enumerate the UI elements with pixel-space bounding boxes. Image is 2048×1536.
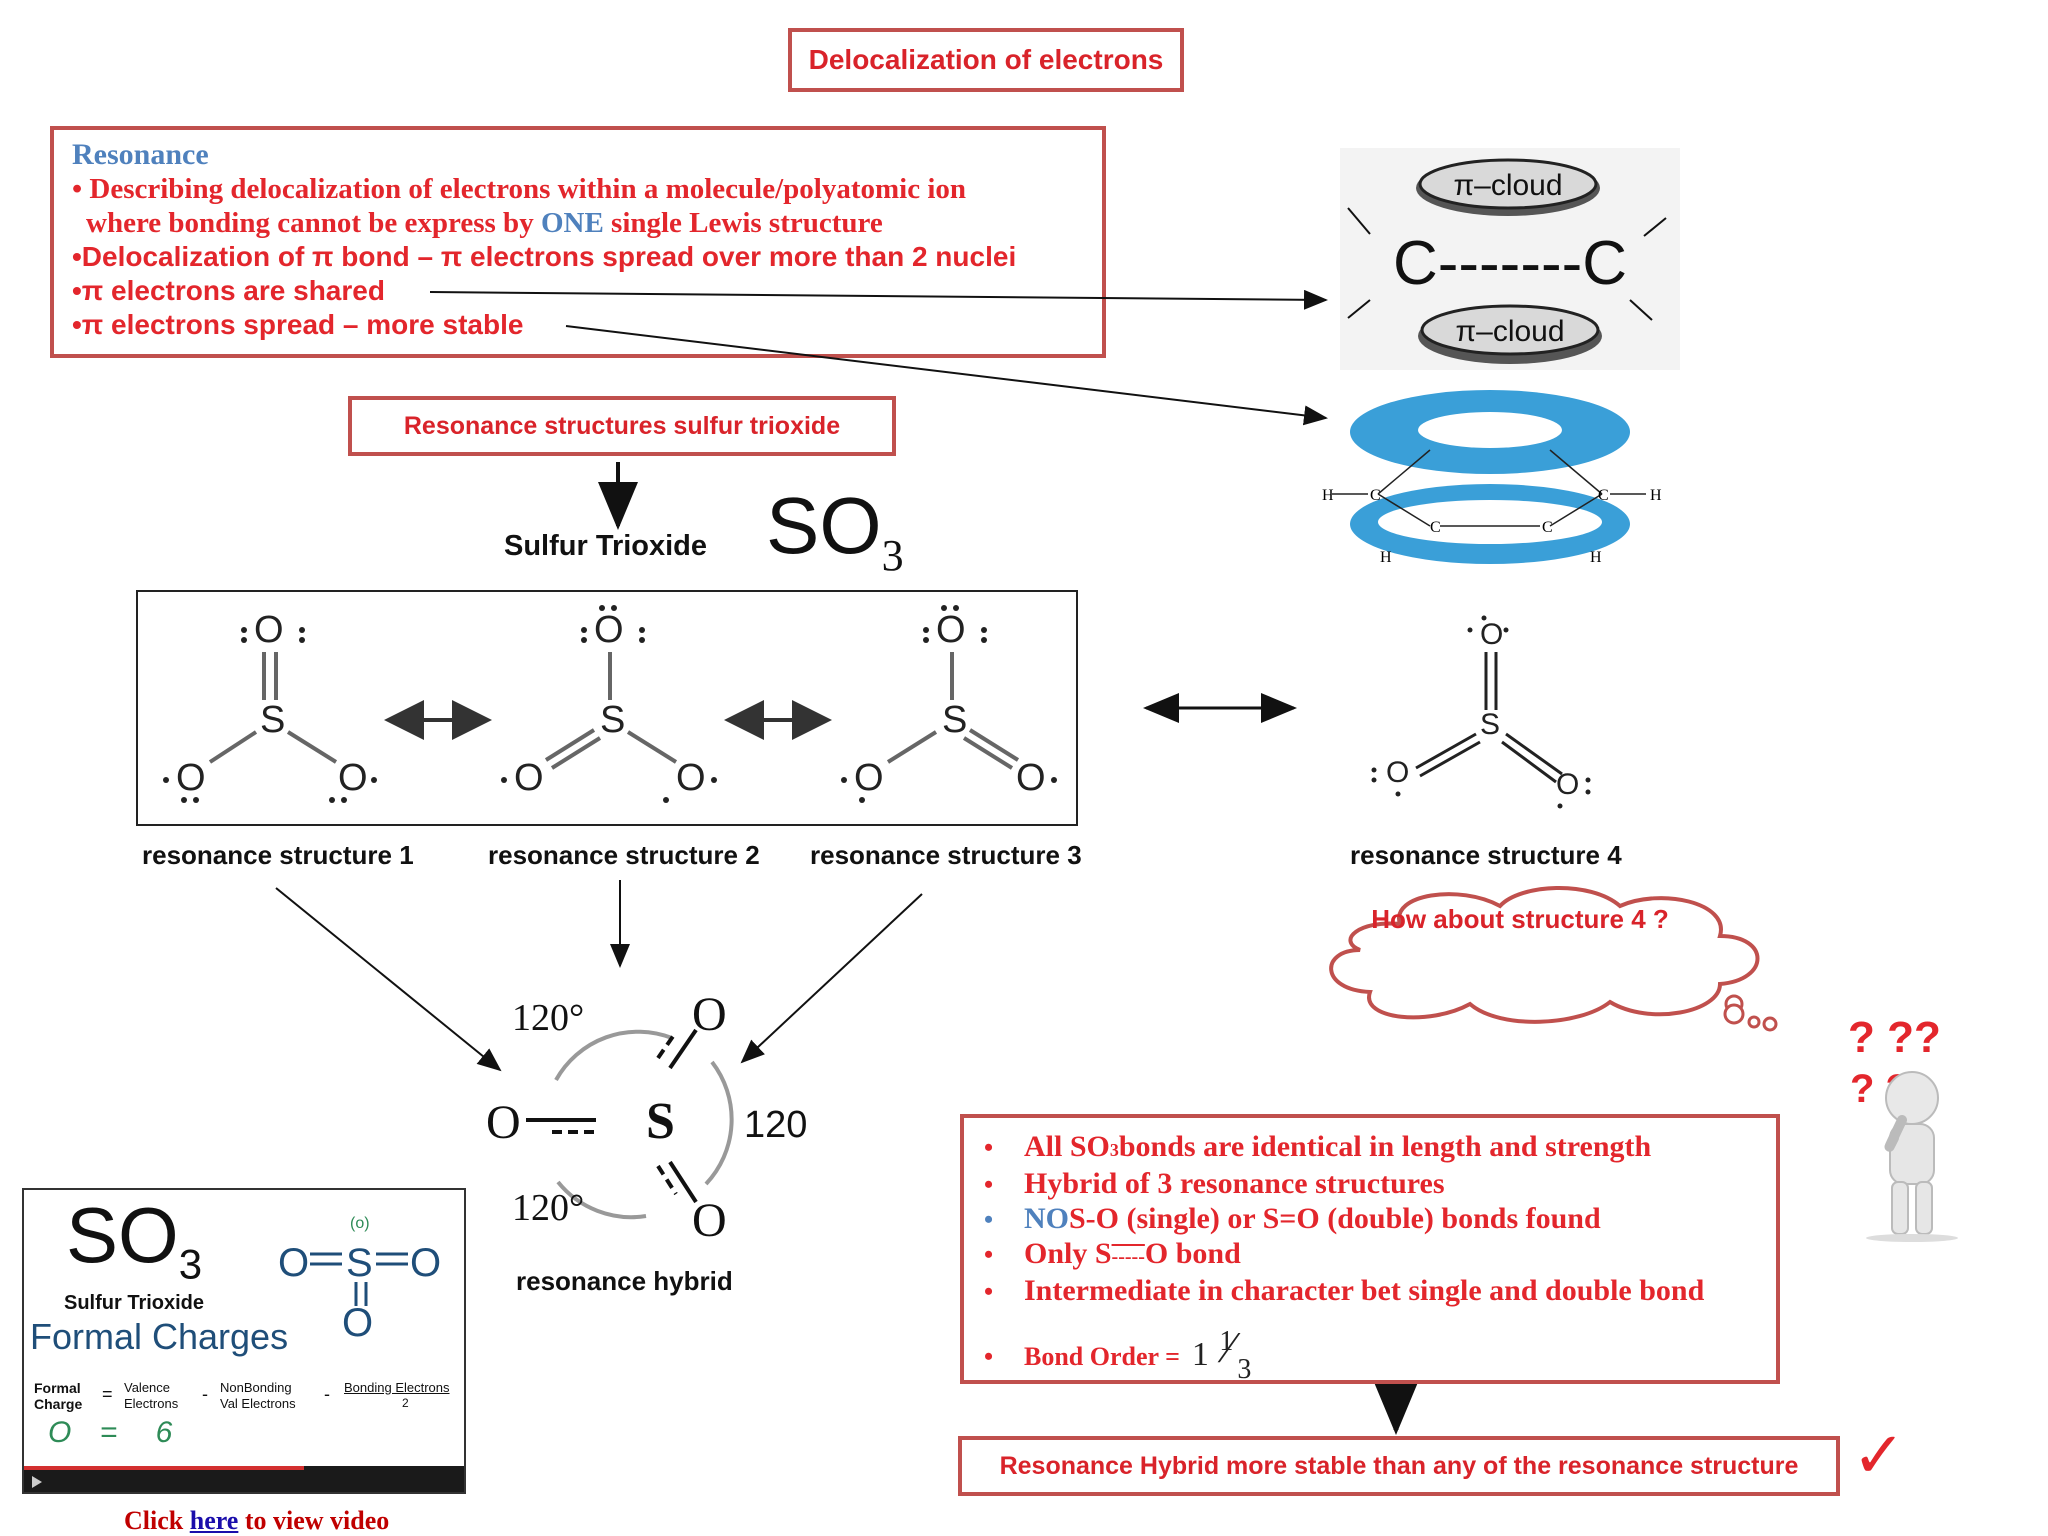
svg-text:S: S bbox=[346, 1241, 373, 1285]
svg-text:O: O bbox=[594, 609, 624, 651]
structure-3: O S O O bbox=[854, 609, 1046, 799]
video-formula: SO3 bbox=[66, 1191, 203, 1288]
summary-item-3: •NO S-O (single) or S=O (double) bonds f… bbox=[984, 1202, 1601, 1235]
svg-text:S: S bbox=[646, 1093, 675, 1150]
hybrid-label: resonance hybrid bbox=[516, 1266, 733, 1296]
svg-text:O: O bbox=[342, 1301, 373, 1340]
structure-4: O S O O bbox=[1371, 615, 1591, 809]
molecule-formula: SO3 bbox=[766, 481, 904, 580]
svg-text:H: H bbox=[1650, 487, 1662, 504]
video-link[interactable]: here bbox=[189, 1506, 239, 1535]
resonance-box: Resonance • Describing delocalization of… bbox=[50, 126, 1106, 358]
svg-text:O: O bbox=[676, 757, 706, 799]
video-bonding-label: Bonding Electrons bbox=[344, 1380, 450, 1395]
resonance-structures-frame bbox=[136, 590, 1078, 826]
page-title: Delocalization of electrons bbox=[808, 44, 1164, 75]
svg-text:C: C bbox=[1598, 487, 1609, 504]
svg-text:O: O bbox=[1016, 757, 1046, 799]
resonance-line-1: • Describing delocalization of electrons… bbox=[72, 173, 967, 205]
svg-text:O: O bbox=[254, 609, 284, 651]
video-valence-label: Valence Electrons bbox=[124, 1380, 179, 1411]
svg-text:O: O bbox=[410, 1241, 441, 1285]
structure-3-label: resonance structure 3 bbox=[810, 840, 1082, 870]
resonance-line-3: •Delocalization of π bond – π electrons … bbox=[72, 241, 1017, 272]
checkmark-icon: ✓ bbox=[1852, 1419, 1906, 1491]
summary-item-5: •Intermediate in character bet single an… bbox=[984, 1274, 1705, 1307]
play-icon[interactable] bbox=[32, 1476, 42, 1488]
title-box: Delocalization of electrons bbox=[788, 28, 1184, 92]
subtitle-label: Resonance structures sulfur trioxide bbox=[403, 411, 841, 440]
subtitle-box: Resonance structures sulfur trioxide bbox=[348, 396, 896, 456]
molecule-name: Sulfur Trioxide bbox=[504, 530, 708, 562]
summary-item-4: •Only S ----- O bond bbox=[984, 1237, 1241, 1270]
svg-text:C: C bbox=[1370, 487, 1381, 504]
final-box: Resonance Hybrid more stable than any of… bbox=[958, 1436, 1840, 1496]
svg-text:O: O bbox=[692, 1194, 727, 1247]
svg-text:C: C bbox=[1430, 519, 1441, 536]
resonance-line-5: •π electrons spread – more stable bbox=[72, 309, 524, 340]
video-handwriting: O = 6 bbox=[48, 1416, 173, 1449]
thought-bubbles bbox=[1723, 1003, 1778, 1032]
resonance-line-2: where bonding cannot be express by ONE s… bbox=[86, 207, 883, 239]
video-subtitle: Sulfur Trioxide bbox=[64, 1292, 205, 1314]
hybrid-angle-right: 120 bbox=[744, 1104, 808, 1146]
svg-text:S: S bbox=[1480, 708, 1500, 741]
pi-cloud-bottom-label: π–cloud bbox=[1455, 315, 1564, 348]
svg-text:? ??: ? ?? bbox=[1848, 1013, 1941, 1062]
thought-text: How about structure 4 ? bbox=[1371, 904, 1669, 934]
svg-text:O: O bbox=[514, 757, 544, 799]
svg-text:(o): (o) bbox=[350, 1215, 370, 1232]
structure-4-label: resonance structure 4 bbox=[1350, 840, 1622, 870]
video-thumbnail[interactable]: SO3 Sulfur Trioxide Formal Charges O S O… bbox=[22, 1188, 466, 1494]
structure-1: O S O O bbox=[176, 609, 368, 799]
svg-text:O: O bbox=[936, 609, 966, 651]
pi-cloud-diagram: π–cloud π–cloud C-------C bbox=[1340, 148, 1680, 370]
pi-cloud-top-label: π–cloud bbox=[1453, 169, 1562, 202]
video-nonbond-label: NonBonding Val Electrons bbox=[220, 1380, 296, 1411]
resonance-hybrid-diagram: S O O O 120° 120° bbox=[486, 988, 734, 1247]
video-caption: Click here to view video bbox=[124, 1506, 390, 1535]
svg-text:O: O bbox=[1386, 756, 1409, 789]
svg-text:H: H bbox=[1322, 487, 1334, 504]
hybrid-angle-bottom: 120° bbox=[512, 1187, 584, 1229]
pi-bond-label: C-------C bbox=[1393, 229, 1627, 298]
svg-text:O: O bbox=[176, 757, 206, 799]
structure-2-label: resonance structure 2 bbox=[488, 840, 760, 870]
video-lewis-icon: O S O O (o) bbox=[278, 1215, 441, 1340]
svg-text:S: S bbox=[600, 699, 625, 741]
summary-item-2: •Hybrid of 3 resonance structures bbox=[984, 1167, 1445, 1200]
svg-text:H: H bbox=[1380, 549, 1392, 566]
svg-text:O: O bbox=[338, 757, 368, 799]
svg-text:O: O bbox=[1480, 618, 1503, 651]
svg-text:O: O bbox=[278, 1241, 309, 1285]
svg-text:S: S bbox=[260, 699, 285, 741]
video-fc-label: Formal Charge bbox=[34, 1380, 83, 1412]
thinking-figure-icon: ? ?? ? ? bbox=[1848, 1013, 1958, 1242]
svg-text:O: O bbox=[1556, 768, 1579, 801]
resonance-heading: Resonance bbox=[72, 138, 209, 171]
resonance-line-4: •π electrons are shared bbox=[72, 275, 385, 306]
final-statement: Resonance Hybrid more stable than any of… bbox=[999, 1451, 1799, 1480]
svg-text:O: O bbox=[692, 988, 727, 1041]
structure-1-label: resonance structure 1 bbox=[142, 840, 414, 870]
structure-2: O S O O bbox=[514, 609, 706, 799]
svg-text:C: C bbox=[1542, 519, 1553, 536]
svg-text:H: H bbox=[1590, 549, 1602, 566]
svg-text:S: S bbox=[942, 699, 967, 741]
hybrid-angle-top: 120° bbox=[512, 997, 584, 1039]
lewis-structures: O S O O O S O O O S O O bbox=[163, 605, 1057, 803]
video-heading: Formal Charges bbox=[30, 1316, 289, 1357]
svg-text:O: O bbox=[854, 757, 884, 799]
summary-item-6: •Bond Order = 1 1 ⁄ 3 bbox=[984, 1323, 1252, 1386]
svg-text:O: O bbox=[486, 1096, 521, 1149]
video-player-bar[interactable] bbox=[24, 1466, 464, 1492]
ring-cloud-diagram: H C C H C C H H bbox=[1322, 390, 1662, 566]
bond-order-value: 1 1 ⁄ 3 bbox=[1191, 1323, 1252, 1386]
